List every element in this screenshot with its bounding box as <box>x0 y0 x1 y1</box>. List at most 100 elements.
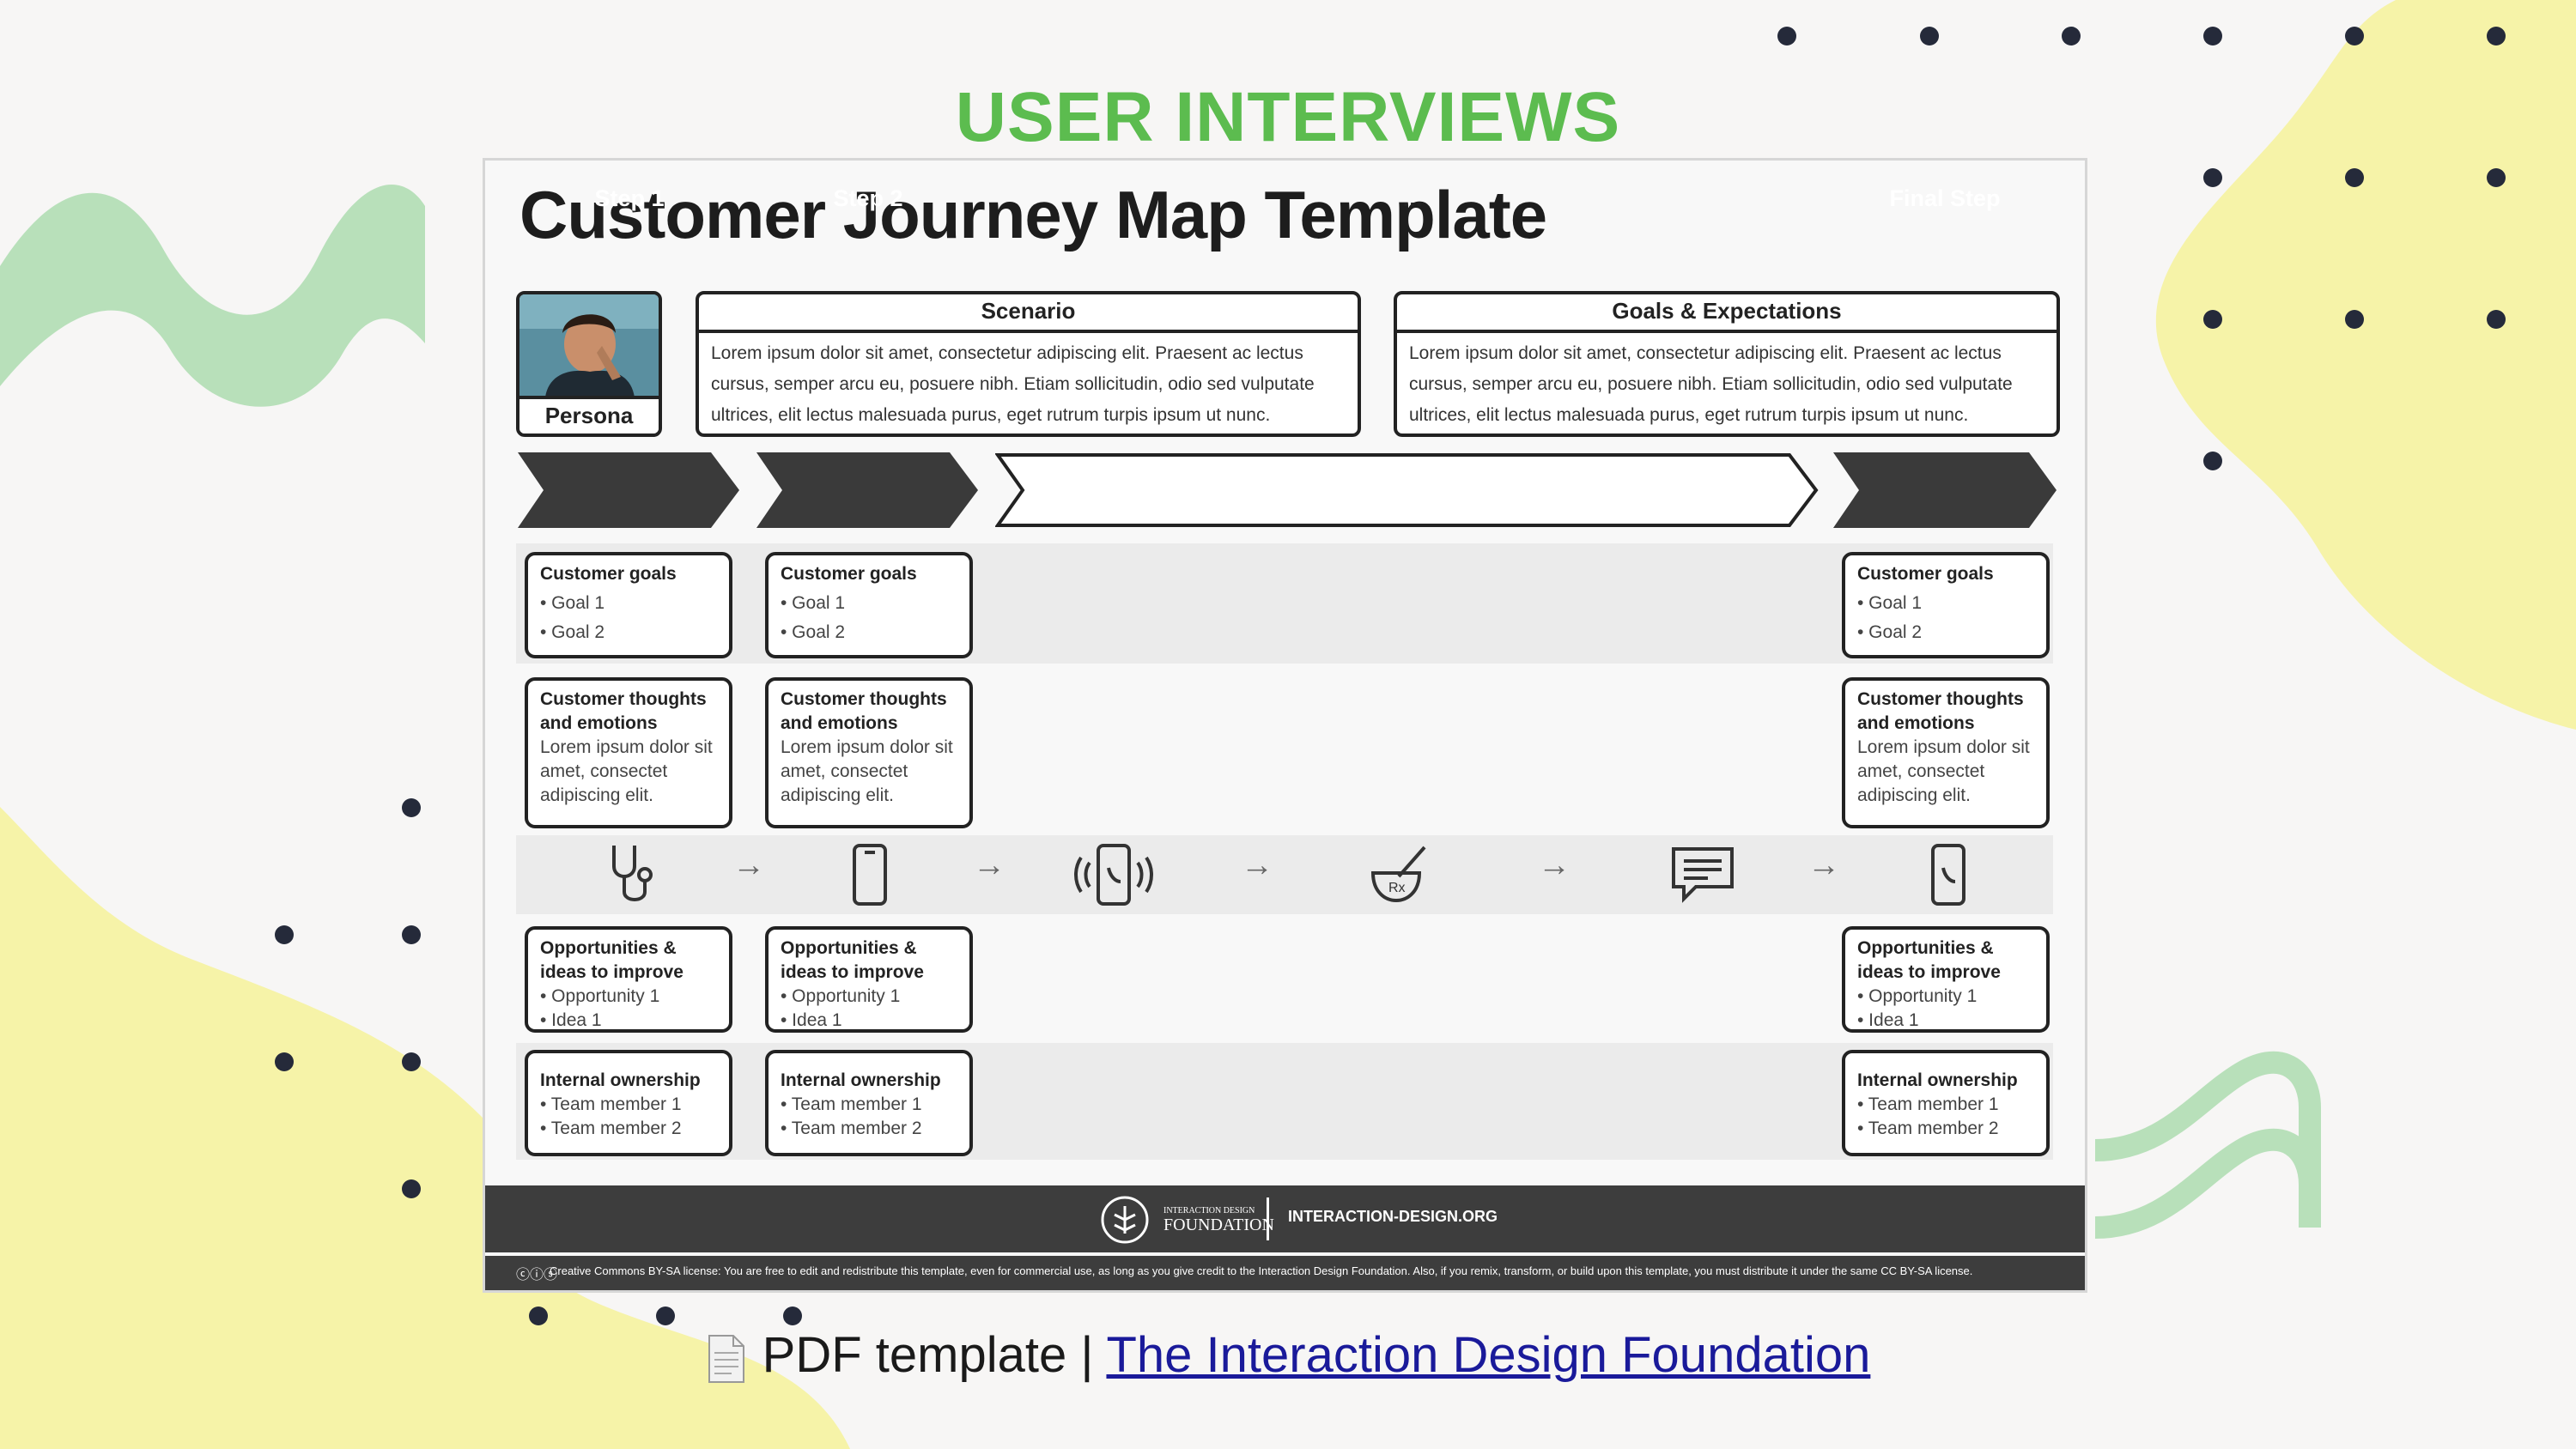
scenario-text: Lorem ipsum dolor sit amet, consectetur … <box>711 343 1315 425</box>
internal-ownership-card: Internal ownership • Team member 1 • Tea… <box>525 1050 732 1156</box>
smartphone-icon <box>853 844 887 906</box>
card-line: • Goal 2 <box>1857 622 1923 642</box>
step-1-label: Step 1 <box>594 185 665 211</box>
card-line: • Opportunity 1 <box>1857 986 1978 1006</box>
card-title: Customer thoughts and emotions <box>781 689 947 733</box>
yellow-blob-top-right <box>2155 0 2576 730</box>
phone-call-icon <box>1931 844 1965 906</box>
card-title: Customer thoughts and emotions <box>1857 689 2024 733</box>
step-2-label: Step 2 <box>833 185 903 211</box>
middle-steps-chevron <box>995 453 1819 527</box>
green-squiggle-right-2 <box>2094 1128 2321 1239</box>
goals-heading: Goals & Expectations <box>1397 294 2057 333</box>
card-line: • Goal 1 <box>781 593 846 613</box>
thoughts-row <box>516 667 2053 820</box>
final-step-label: Final Step <box>1889 185 2001 211</box>
customer-thoughts-card: Customer thoughts and emotions Lorem ips… <box>765 677 973 828</box>
goals-text: Lorem ipsum dolor sit amet, consectetur … <box>1409 343 2013 425</box>
goals-expectations-box: Goals & Expectations Lorem ipsum dolor s… <box>1394 291 2060 437</box>
customer-goals-card: Customer goals • Goal 1 • Goal 2 <box>525 552 732 658</box>
step-1-chevron <box>518 452 739 528</box>
customer-goals-card: Customer goals • Goal 1 • Goal 2 <box>1842 552 2050 658</box>
stethoscope-icon <box>612 846 653 901</box>
card-line: • Team member 1 <box>540 1094 682 1114</box>
scenario-heading: Scenario <box>699 294 1358 333</box>
card-text: Lorem ipsum dolor sit amet, consectet ad… <box>781 737 953 805</box>
footer-url: INTERACTION-DESIGN.ORG <box>1288 1208 1498 1225</box>
card-title: Opportunities & ideas to improve <box>1857 938 2001 982</box>
internal-ownership-card: Internal ownership • Team member 1 • Tea… <box>1842 1050 2050 1156</box>
mortar-pestle-icon: Rx <box>1370 846 1426 903</box>
card-line: • Team member 2 <box>1857 1119 1999 1138</box>
green-wave-left <box>0 185 425 407</box>
touchpoints-row <box>516 835 2053 914</box>
goals-row <box>516 543 2053 664</box>
opportunities-card: Opportunities & ideas to improve • Oppor… <box>765 926 973 1033</box>
caption: PDF template | The Interaction Design Fo… <box>0 1326 2576 1385</box>
customer-goals-card: Customer goals • Goal 1 • Goal 2 <box>765 552 973 658</box>
card-title: Opportunities & ideas to improve <box>781 938 924 982</box>
caption-prefix: PDF template | <box>762 1327 1107 1383</box>
middle-steps-label: ... <box>1402 185 1423 211</box>
persona-label: Persona <box>519 396 659 433</box>
footer-bar: INTERACTION DESIGN FOUNDATION INTERACTIO… <box>485 1185 2085 1252</box>
card-title: Internal ownership <box>1857 1070 2018 1090</box>
card-title: Customer goals <box>540 564 677 584</box>
idf-link[interactable]: The Interaction Design Foundation <box>1106 1327 1871 1383</box>
footer-logo-text: INTERACTION DESIGN FOUNDATION <box>1163 1204 1274 1234</box>
card-line: • Idea 1 <box>540 1010 602 1030</box>
logo-text-bottom: FOUNDATION <box>1163 1216 1274 1234</box>
final-step-chevron <box>1833 452 2057 528</box>
card-title: Opportunities & ideas to improve <box>540 938 683 982</box>
card-text: Lorem ipsum dolor sit amet, consectet ad… <box>540 737 713 805</box>
card-line: • Goal 1 <box>1857 593 1923 613</box>
step-2-chevron <box>756 452 978 528</box>
yellow-blob-bottom-left <box>0 807 850 1449</box>
card-line: • Opportunity 1 <box>540 986 660 1006</box>
opportunities-row <box>516 918 2053 1029</box>
card-line: • Team member 2 <box>781 1119 922 1138</box>
flow-arrow: → <box>1241 847 1273 883</box>
license-bar: ⓒⓘⓢ Creative Commons BY-SA license: You … <box>485 1256 2085 1290</box>
document-icon <box>708 1334 744 1383</box>
card-line: • Idea 1 <box>781 1010 842 1030</box>
internal-ownership-card: Internal ownership • Team member 1 • Tea… <box>765 1050 973 1156</box>
persona-photo <box>519 294 659 397</box>
opportunities-card: Opportunities & ideas to improve • Oppor… <box>1842 926 2050 1033</box>
card-title: Customer thoughts and emotions <box>540 689 707 733</box>
ownership-row <box>516 1043 2053 1160</box>
card-line: • Idea 1 <box>1857 1010 1919 1030</box>
customer-thoughts-card: Customer thoughts and emotions Lorem ips… <box>525 677 732 828</box>
chat-message-icon <box>1672 847 1734 903</box>
ringing-phone-icon <box>1074 844 1153 906</box>
opportunities-card: Opportunities & ideas to improve • Oppor… <box>525 926 732 1033</box>
card-title: Internal ownership <box>540 1070 701 1090</box>
logo-text-top: INTERACTION DESIGN <box>1163 1206 1255 1216</box>
card-line: • Goal 1 <box>540 593 605 613</box>
svg-text:Rx: Rx <box>1388 881 1406 895</box>
green-squiggle-right <box>2094 1051 2321 1228</box>
flow-arrow: → <box>732 847 765 883</box>
flow-arrow: → <box>1538 847 1571 883</box>
flow-arrow: → <box>1807 847 1840 883</box>
persona-card: Persona <box>516 291 662 437</box>
license-text: Creative Commons BY-SA license: You are … <box>550 1264 1973 1277</box>
customer-thoughts-card: Customer thoughts and emotions Lorem ips… <box>1842 677 2050 828</box>
journey-map-sheet: Customer Journey Map Template Persona Sc… <box>483 158 2087 1293</box>
template-title: Customer Journey Map Template <box>519 177 1547 252</box>
card-line: • Goal 2 <box>540 622 605 642</box>
card-line: • Opportunity 1 <box>781 986 901 1006</box>
footer-divider <box>1267 1197 1269 1240</box>
idf-logo-icon <box>1101 1196 1149 1244</box>
card-line: • Team member 1 <box>781 1094 922 1114</box>
slide-title: USER INTERVIEWS <box>955 78 1621 156</box>
cc-license-icon: ⓒⓘⓢ <box>516 1268 558 1282</box>
card-title: Customer goals <box>781 564 917 584</box>
card-line: • Goal 2 <box>781 622 846 642</box>
flow-arrow: → <box>973 847 1005 883</box>
card-title: Internal ownership <box>781 1070 941 1090</box>
scenario-box: Scenario Lorem ipsum dolor sit amet, con… <box>696 291 1361 437</box>
card-line: • Team member 1 <box>1857 1094 1999 1114</box>
card-text: Lorem ipsum dolor sit amet, consectet ad… <box>1857 737 2030 805</box>
